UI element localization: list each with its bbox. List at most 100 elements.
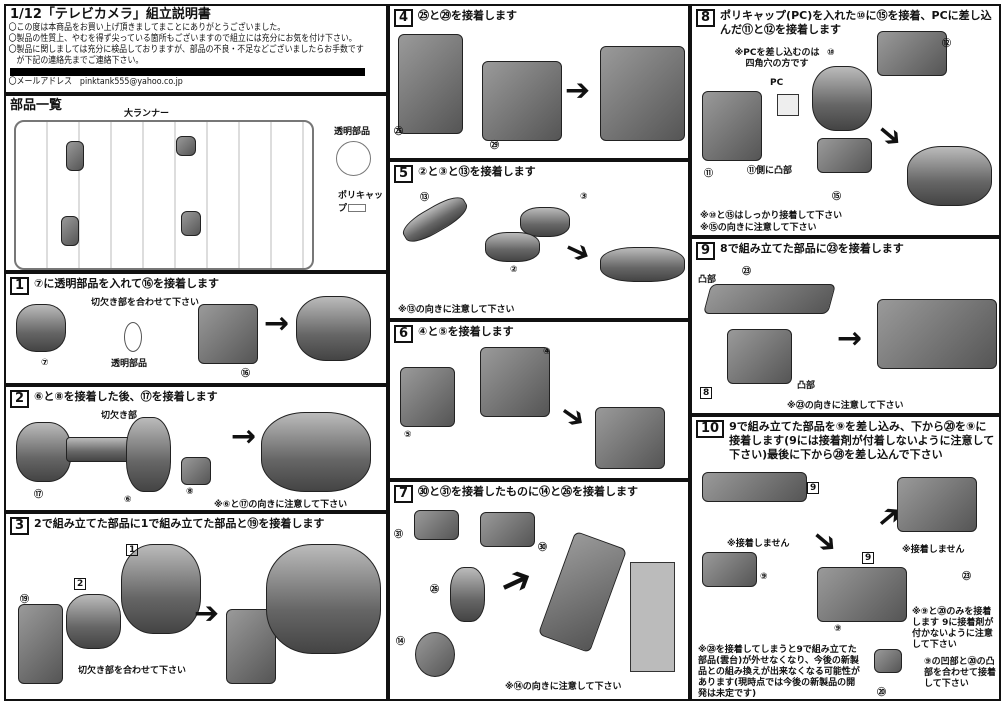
assembled-part: [600, 247, 685, 282]
part-8: [181, 457, 211, 485]
exploded-diagram: [630, 562, 675, 672]
part-label: ⑧: [186, 487, 194, 497]
runner-part: [66, 141, 84, 171]
part-label: 8: [700, 387, 713, 399]
step-number: 4: [394, 9, 414, 27]
part-10: [812, 66, 872, 131]
part-label: ⑲: [20, 595, 30, 605]
step-title: ㉚と㉛を接着したものに⑭と㉖を接着します: [418, 485, 639, 498]
part-label: ⑯: [241, 369, 251, 379]
note: 透明部品: [111, 359, 148, 369]
part-label: ㉛: [394, 530, 404, 540]
part-label: ㉓: [962, 572, 972, 582]
part-20: [874, 649, 902, 673]
arrow-icon: ➔: [565, 73, 591, 108]
runner-part: [181, 211, 201, 236]
part-label: ㉓: [742, 267, 752, 277]
part-label: 9: [807, 482, 820, 494]
note: ※㉘を接着してしまうと9で組み立てた部品(雲台)が外せなくなり、今後の新製品との…: [698, 645, 860, 699]
runner-part: [176, 136, 196, 156]
header-panel: 1/12「テレビカメラ」組立説明書 〇この度は本商品をお買い上げ頂きましてまこと…: [4, 4, 388, 94]
part-23: [702, 284, 837, 314]
step-number: 8: [696, 9, 716, 27]
part-31: [414, 510, 459, 540]
email-line: 〇メールアドレス pinktank555@yahoo.co.jp: [8, 77, 183, 87]
note: ※⑮の向きに注意して下さい: [700, 223, 817, 233]
step-title: ④と⑤を接着します: [418, 325, 514, 338]
part-label: ④: [543, 347, 551, 357]
step-number: 6: [394, 325, 414, 343]
step-title: 2で組み立てた部品に1で組み立てた部品と⑲を接着します: [34, 517, 325, 530]
step-title: 8で組み立てた部品に㉓を接着します: [720, 242, 904, 255]
step-title: ポリキャップ(PC)を入れた⑩に⑮を接着、PCに差し込んだ⑪と⑫を接着します: [720, 9, 992, 36]
part-4: [480, 347, 550, 417]
step-number: 5: [394, 165, 414, 183]
part-label: ㉖: [430, 585, 440, 595]
part-label: ⑫: [942, 39, 952, 49]
runner-part: [61, 216, 79, 246]
arrow-icon: ➔: [194, 596, 220, 631]
arrow-icon: ➔: [804, 520, 846, 564]
assembled-part: [261, 412, 371, 492]
step-title: ②と③と⑬を接着します: [418, 165, 536, 178]
note: 凸部: [698, 275, 717, 285]
note: PC: [770, 78, 784, 88]
sub-assembly-2: [66, 594, 121, 649]
step-title: ㉕と㉙を接着します: [418, 9, 518, 22]
polycap-image: [348, 204, 366, 212]
document-title: 1/12「テレビカメラ」組立説明書: [10, 7, 211, 22]
part-label: ㉚: [538, 543, 548, 553]
note: ⑨の凹部と⑳の凸部を合わせて接着して下さい: [924, 657, 997, 689]
step-number: 7: [394, 485, 414, 503]
part-19: [18, 604, 63, 684]
shaft: [66, 437, 136, 462]
part-label: ⑥: [124, 495, 132, 505]
parts-panel: 部品一覧 大ランナー 透明部品 ポリキャップ: [4, 94, 388, 272]
part-11: [702, 91, 762, 161]
part-26: [450, 567, 485, 622]
part-label: ⑨: [760, 572, 768, 582]
step-title: ⑦に透明部品を入れて⑯を接着します: [34, 277, 220, 290]
part-15: [817, 138, 872, 173]
part-label: ⑬: [420, 193, 430, 203]
part-14: [415, 632, 455, 677]
sub-assembly-1: [121, 544, 201, 634]
note: 切欠き部を合わせて下さい: [91, 298, 200, 308]
part-12: [877, 31, 947, 76]
note: ※⑭の向きに注意して下さい: [505, 682, 622, 692]
clear-lens: [124, 322, 142, 352]
part-6: [126, 417, 171, 492]
part-29: [482, 61, 562, 141]
hood-part: [198, 304, 258, 364]
note: ※接着しません: [727, 539, 790, 549]
arrow-icon: →: [837, 321, 863, 356]
arrow-icon: ➔: [492, 554, 540, 608]
runner-image: [14, 120, 314, 270]
part-label: ⑳: [877, 688, 887, 698]
clear-part-image: [336, 141, 371, 176]
polycap: [777, 94, 799, 116]
intro-line: 〇製品に関しましては充分に検品しておりますが、部品の不良・不足などございましたら…: [8, 45, 364, 55]
intro-line: 〇この度は本商品をお買い上げ頂きましてまことにありがとうございました。: [8, 23, 286, 33]
note: ※PCを差し込むのは四角穴の方です: [734, 48, 820, 69]
assembled-part: [897, 477, 977, 532]
note: ※⑩と⑮はしっかり接着して下さい: [700, 211, 843, 221]
part-label: ②: [510, 265, 518, 275]
step-title: ⑥と⑧を接着した後、⑰を接着します: [34, 390, 218, 403]
lens-part: [16, 304, 66, 352]
part-label: ㉕: [394, 127, 404, 137]
part-label: ⑮: [832, 192, 842, 202]
note: ※⑥と⑰の向きに注意して下さい: [214, 500, 348, 510]
part-2: [485, 232, 540, 262]
note: ※⑨と⑳のみを接着します 9に接着剤が付かないように注意して下さい: [912, 607, 994, 650]
step-number: 2: [10, 390, 30, 408]
